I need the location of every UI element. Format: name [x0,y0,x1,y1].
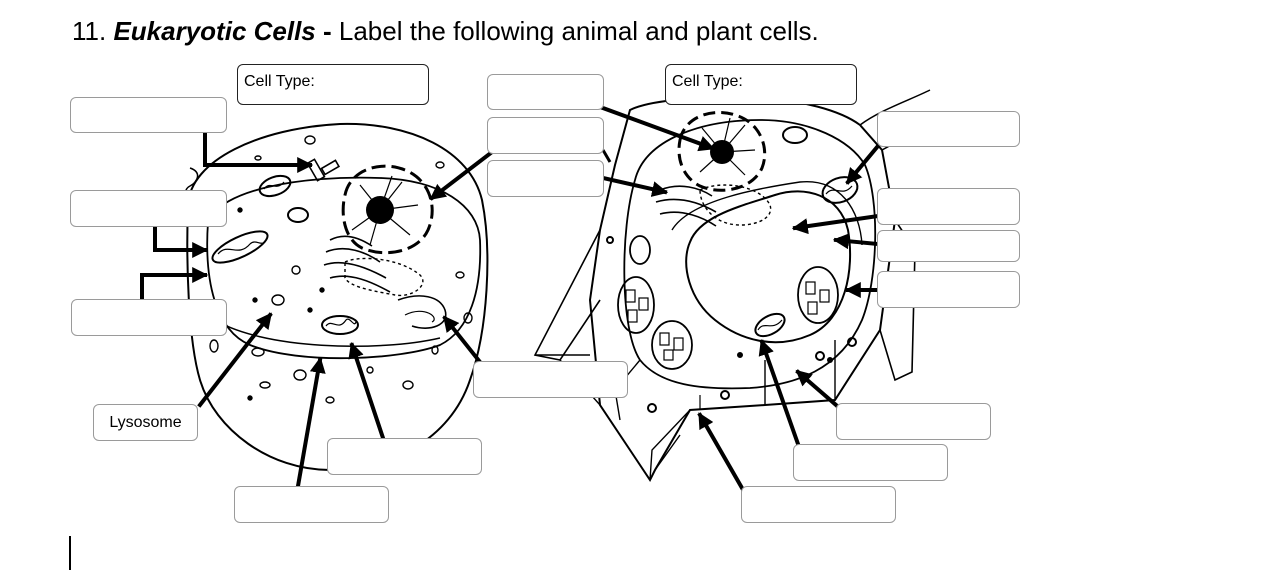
mitochondrion-icon [287,207,309,223]
lysosome-label-box[interactable]: Lysosome [93,404,198,441]
plant-nucleus-icon [677,110,767,192]
animal-cell-membrane [186,122,489,472]
plant-cell-type-box[interactable]: Cell Type: [665,64,857,105]
animal-label-blank-9[interactable] [473,361,628,398]
animal-leader-lines [140,130,495,489]
nucleus-icon [341,164,434,255]
animal-label-blank-6[interactable] [487,74,604,110]
plant-label-blank-4[interactable] [877,271,1020,308]
title-dash: - [315,16,339,46]
animal-cell-drawing [140,122,495,489]
mitochondrion-icon [258,174,292,198]
mitochondrion-icon [321,315,359,335]
animal-label-blank-8[interactable] [487,160,604,197]
plant-label-blank-2[interactable] [877,188,1020,225]
animal-label-blank-7[interactable] [487,117,604,154]
lysosome-label: Lysosome [109,413,182,431]
plant-label-blank-5[interactable] [836,403,991,440]
plant-label-blank-7[interactable] [741,486,896,523]
plant-cell-type-label: Cell Type: [672,73,743,90]
animal-label-blank-4[interactable] [327,438,482,475]
question-topic: Eukaryotic Cells [113,16,316,46]
vesicles [209,135,473,404]
worksheet-title: 11. Eukaryotic Cells - Label the followi… [72,16,819,47]
animal-label-blank-5[interactable] [234,486,389,523]
chloroplast-icon [617,235,839,370]
plant-mitochondrion-icon [754,312,786,338]
chromatin-icon [351,175,419,246]
smooth-er-icon [397,295,447,329]
plant-label-blank-6[interactable] [793,444,948,481]
animal-label-blank-2[interactable] [70,190,227,227]
plant-mitochondrion-icon [782,126,808,144]
plant-cell-drawing [533,89,936,491]
text-cursor [69,536,71,570]
animal-cell-type-box[interactable]: Cell Type: [237,64,429,105]
animal-label-blank-3[interactable] [71,299,227,336]
cell-membrane-icon [623,119,877,390]
rough-er-icon [344,257,424,297]
plant-mitochondrion-icon [821,176,859,204]
plant-label-blank-3[interactable] [877,230,1020,262]
question-instruction: Label the following animal and plant cel… [338,16,819,46]
animal-cell-type-label: Cell Type: [244,73,315,90]
mitochondrion-icon [211,230,269,264]
animal-label-blank-1[interactable] [70,97,227,133]
plant-leader-lines [600,105,881,491]
plant-label-blank-1[interactable] [877,111,1020,147]
animal-cell-cutaway-face [206,176,482,360]
plant-rough-er-icon [699,184,772,226]
thylakoid-stacks [625,281,830,361]
question-number: 11. [72,16,107,46]
golgi-apparatus-icon [323,235,391,293]
